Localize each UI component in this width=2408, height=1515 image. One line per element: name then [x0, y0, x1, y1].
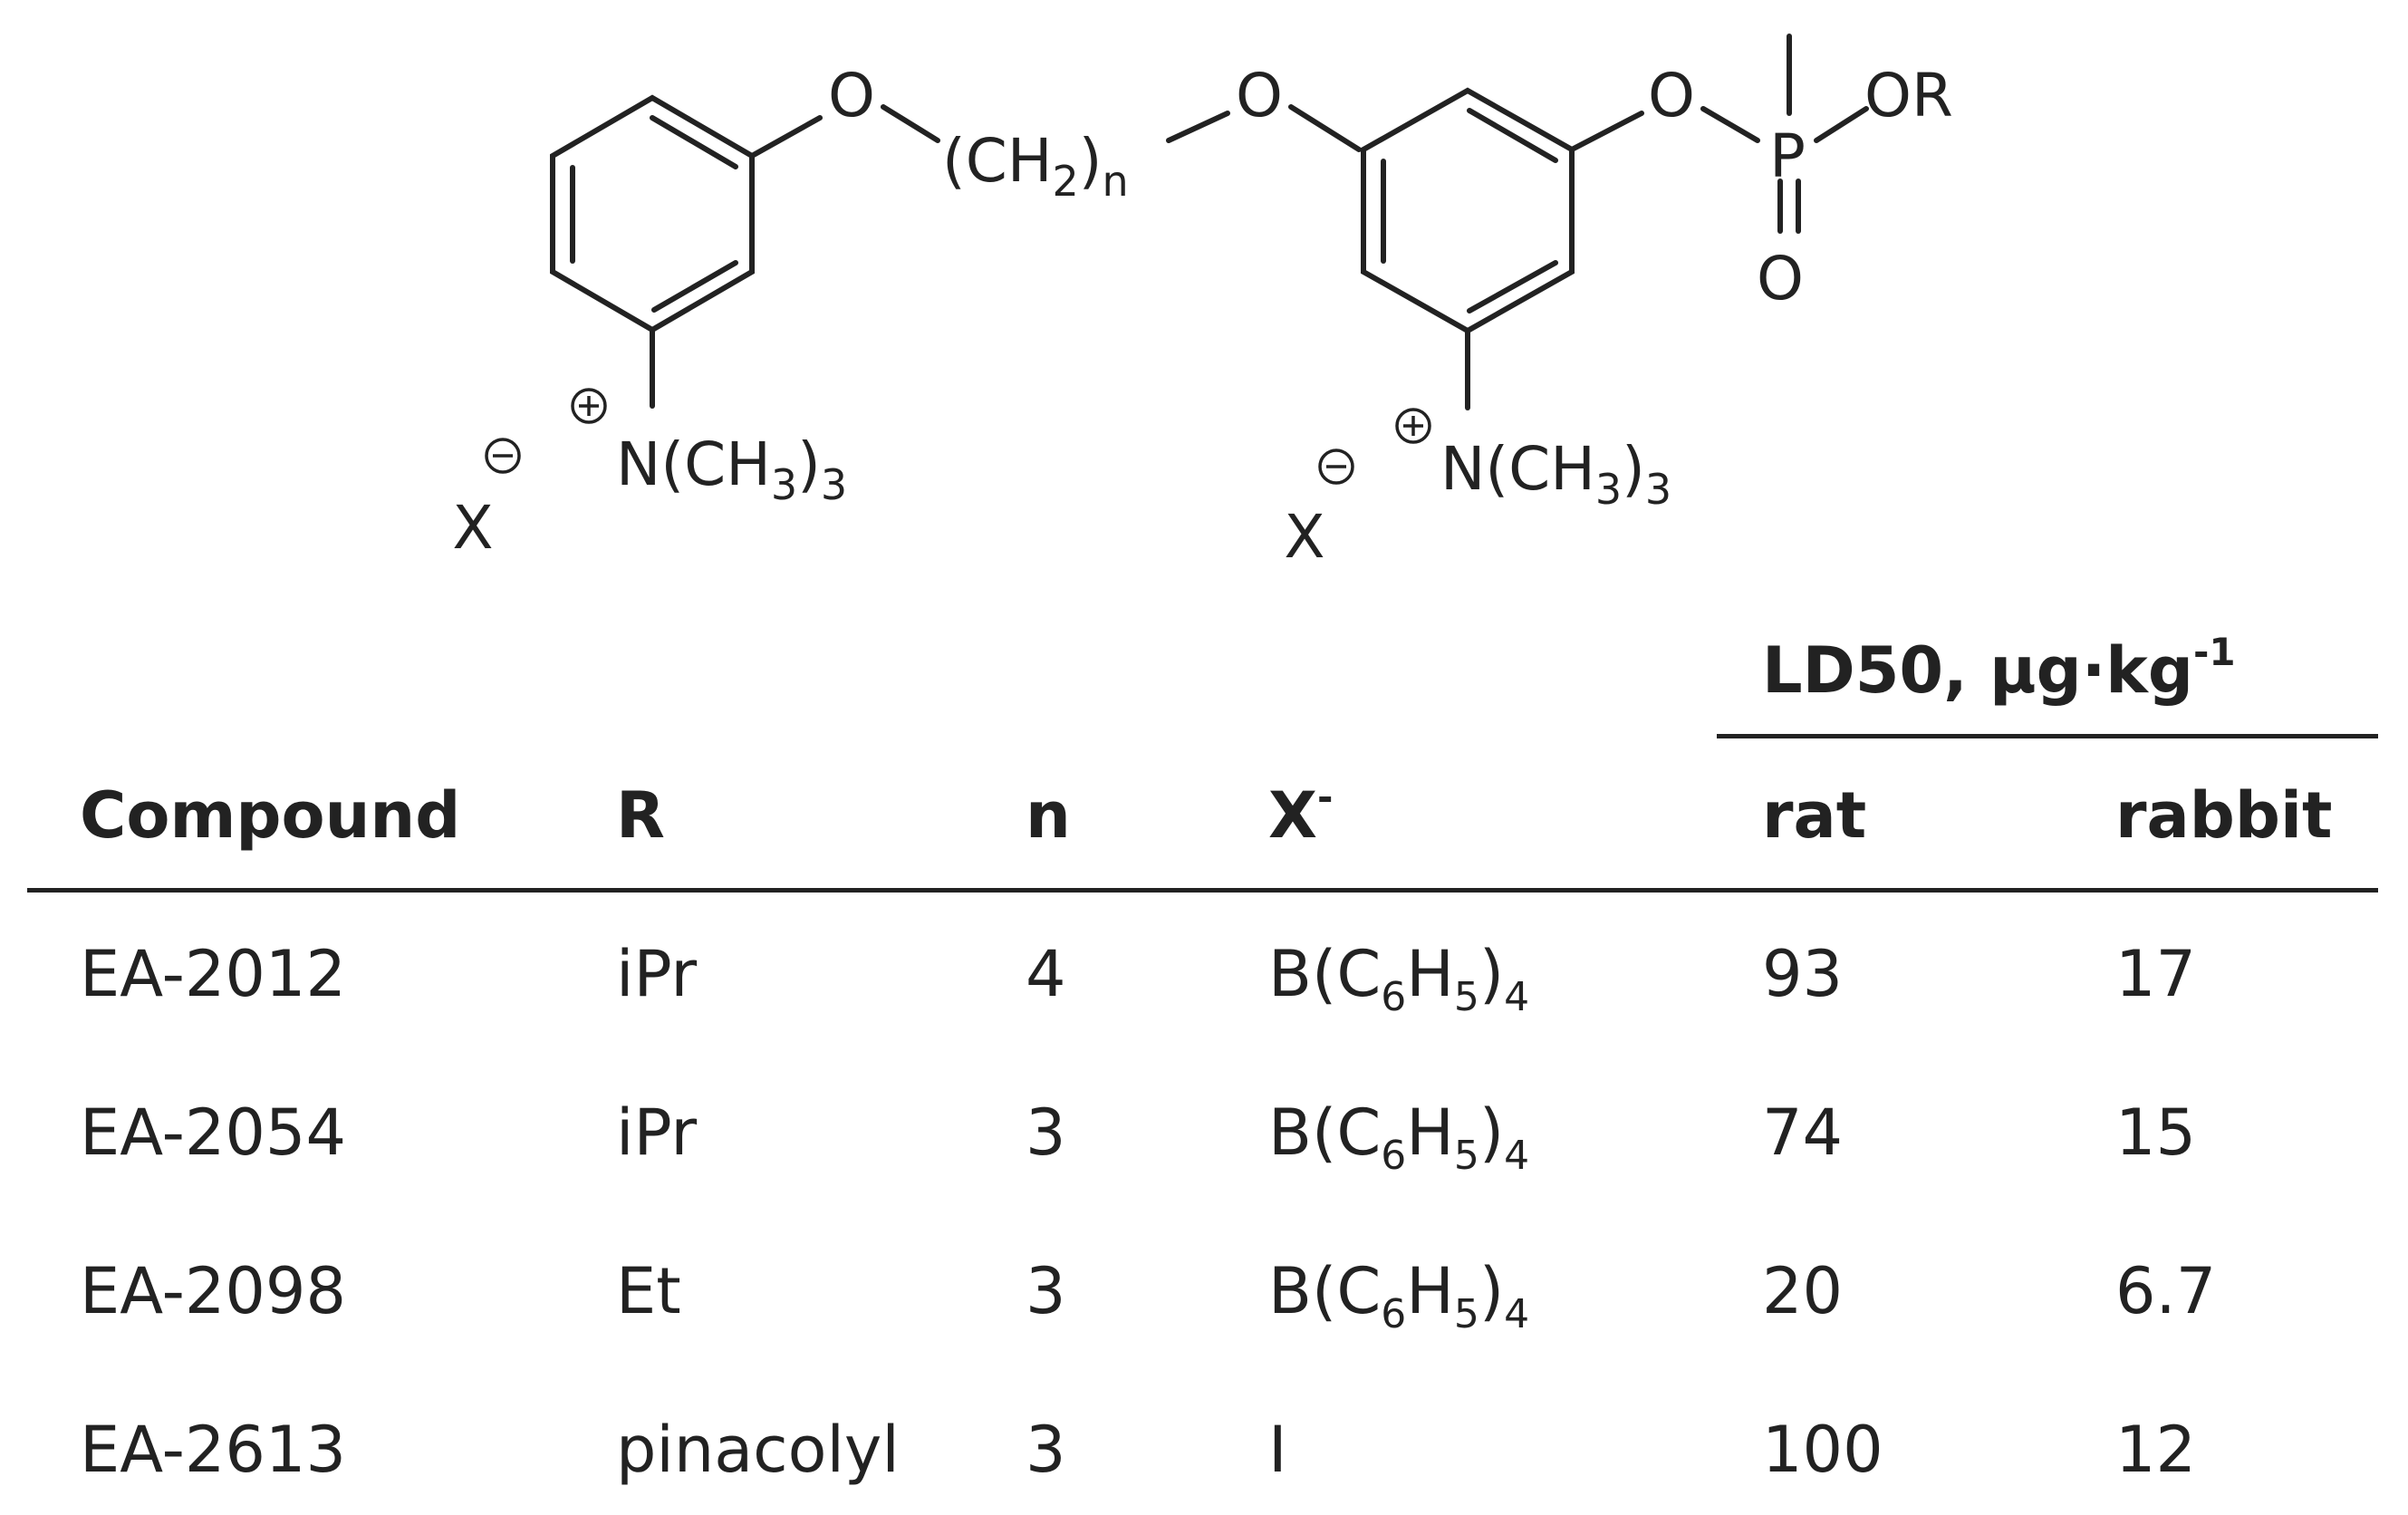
cell-x: I: [1268, 1413, 1287, 1487]
cell-x: B(C6H5)4: [1268, 937, 1530, 1020]
right-minus-charge-icon: [1318, 449, 1354, 485]
cell-n: 3: [1026, 1095, 1066, 1170]
cell-r: pinacolyl: [616, 1413, 900, 1487]
bond-ch2-oxygen: [1166, 111, 1230, 143]
right-benzene-ring: [1361, 87, 1575, 334]
right-nme3-label: N(CH3)3: [1440, 434, 1671, 514]
oxygen-4-label: O: [1757, 244, 1804, 314]
ld50-group-header: LD50, μg·kg-1: [1762, 630, 2236, 708]
right-plus-charge-icon: [1395, 408, 1431, 444]
cell-r: iPr: [616, 1095, 698, 1170]
or-group-label: OR: [1864, 61, 1953, 130]
cell-compound: EA-2613: [80, 1413, 346, 1487]
cell-n: 3: [1026, 1254, 1066, 1328]
cell-n: 4: [1026, 937, 1066, 1011]
chemical-structure: O (CH2)n O O P OR O N(CH3)3 X N(CH3)3 X: [452, 34, 1953, 572]
ld50-header-rule: [1717, 734, 2378, 738]
cell-rabbit: 12: [2115, 1413, 2197, 1487]
cell-compound: EA-2054: [80, 1095, 346, 1170]
cell-r: Et: [616, 1254, 681, 1328]
bond-right-ring-oxygen: [1569, 111, 1644, 152]
cell-x: B(C6H5)4: [1268, 1254, 1530, 1337]
col-header-rabbit: rabbit: [2115, 778, 2333, 853]
cell-x: B(C6H5)4: [1268, 1095, 1530, 1179]
phosphorus-label: P: [1769, 121, 1806, 191]
cell-rat: 93: [1762, 937, 1844, 1011]
bond-left-ring-oxygen: [749, 115, 823, 159]
cell-compound: EA-2098: [80, 1254, 346, 1328]
right-counterion-label: X: [1284, 502, 1324, 572]
left-minus-charge-icon: [485, 438, 521, 474]
bond-oxygen-ch2: [881, 104, 940, 143]
cell-r: iPr: [616, 937, 698, 1011]
cell-n: 3: [1026, 1413, 1066, 1487]
oxygen-2-label: O: [1236, 61, 1283, 130]
cell-rat: 74: [1762, 1095, 1844, 1170]
col-header-rat: rat: [1762, 778, 1867, 853]
bond-oxygen-right-ring: [1288, 104, 1362, 152]
cell-compound: EA-2012: [80, 937, 346, 1011]
header-bottom-rule: [27, 888, 2378, 893]
left-benzene-ring: [550, 94, 755, 333]
oxygen-1-label: O: [828, 61, 875, 130]
cell-rat: 20: [1762, 1254, 1844, 1328]
left-nme3-label: N(CH3)3: [616, 429, 847, 509]
col-header-compound: Compound: [80, 778, 461, 853]
col-header-n: n: [1026, 778, 1071, 853]
bond-oxygen-phosphorus: [1700, 106, 1760, 143]
cell-rat: 100: [1762, 1413, 1883, 1487]
ch2-group-label: (CH2)n: [942, 126, 1129, 206]
col-header-r: R: [616, 778, 665, 853]
left-plus-charge-icon: [571, 388, 607, 424]
cell-rabbit: 17: [2115, 937, 2197, 1011]
bond-phosphorus-or: [1814, 106, 1869, 143]
cell-rabbit: 6.7: [2115, 1254, 2217, 1328]
col-header-x: X-: [1268, 775, 1334, 853]
cell-rabbit: 15: [2115, 1095, 2197, 1170]
left-counterion-label: X: [452, 493, 493, 563]
oxygen-3-label: O: [1648, 61, 1695, 130]
